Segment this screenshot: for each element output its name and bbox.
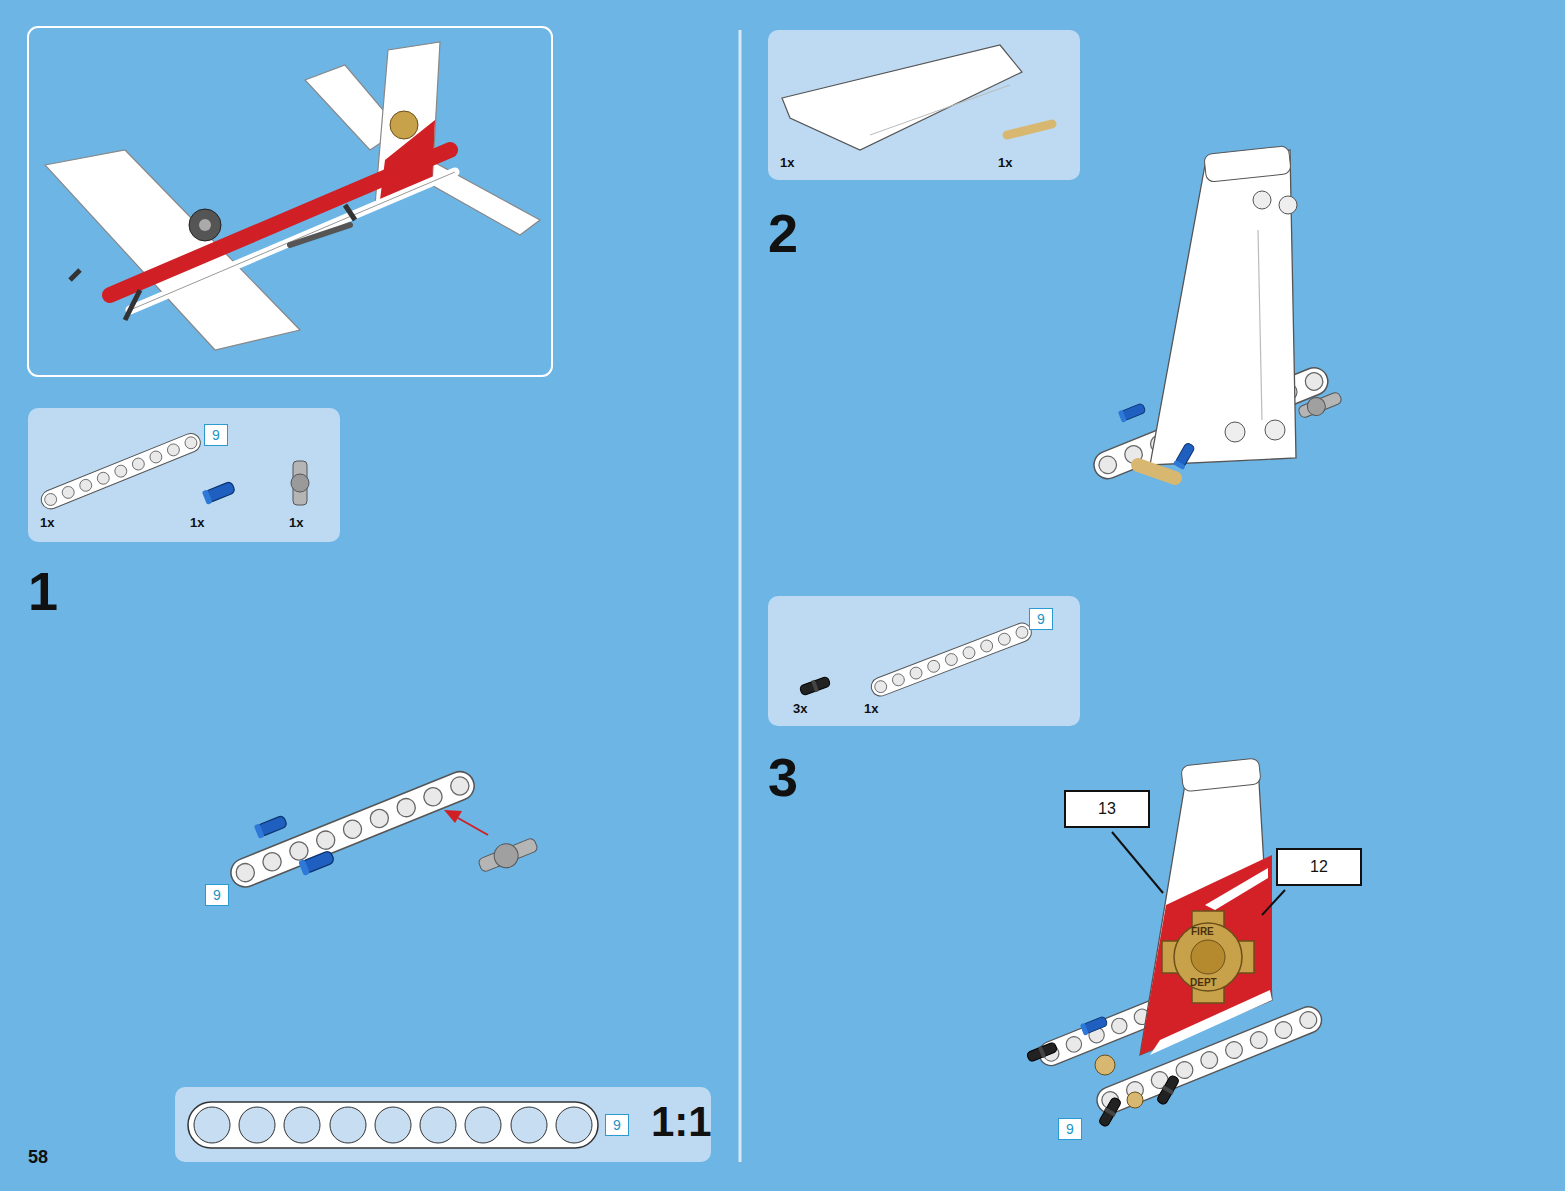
scale-ruler-panel: 1:1 9 (175, 1087, 711, 1162)
quantity-label: 1x (40, 516, 54, 529)
parts-panel: 1x 1x 1x 9 (28, 408, 340, 542)
parts-panel: 1x 1x (768, 30, 1080, 180)
step-number: 3 (768, 750, 798, 804)
step-number: 1 (28, 564, 58, 618)
length-callout: 9 (205, 884, 229, 906)
callout-number: 12 (1310, 859, 1328, 875)
quantity-label: 3x (793, 702, 807, 715)
callout-number: 9 (212, 428, 220, 442)
length-callout: 9 (1029, 608, 1053, 630)
quantity-label: 1x (998, 156, 1012, 169)
callout-number: 9 (213, 888, 221, 902)
quantity-label: 1x (190, 516, 204, 529)
step-number: 2 (768, 206, 798, 260)
quantity-label: 1x (289, 516, 303, 529)
callout-number: 9 (1037, 612, 1045, 626)
quantity-label: 1x (864, 702, 878, 715)
sticker-callout: 12 (1276, 848, 1362, 886)
length-callout: 9 (204, 424, 228, 446)
decal-text: DEPT (1190, 978, 1217, 988)
quantity-label: 1x (780, 156, 794, 169)
decal-text: FIRE (1191, 927, 1214, 937)
sticker-callout: 13 (1064, 790, 1150, 828)
callout-number: 13 (1098, 801, 1116, 817)
length-callout: 9 (605, 1114, 629, 1136)
length-callout: 9 (1058, 1118, 1082, 1140)
page-number: 58 (28, 1148, 48, 1166)
parts-panel: 3x 1x 9 (768, 596, 1080, 726)
callout-number: 9 (613, 1118, 621, 1132)
callout-number: 9 (1066, 1122, 1074, 1136)
scale-label: 1:1 (651, 1101, 712, 1143)
